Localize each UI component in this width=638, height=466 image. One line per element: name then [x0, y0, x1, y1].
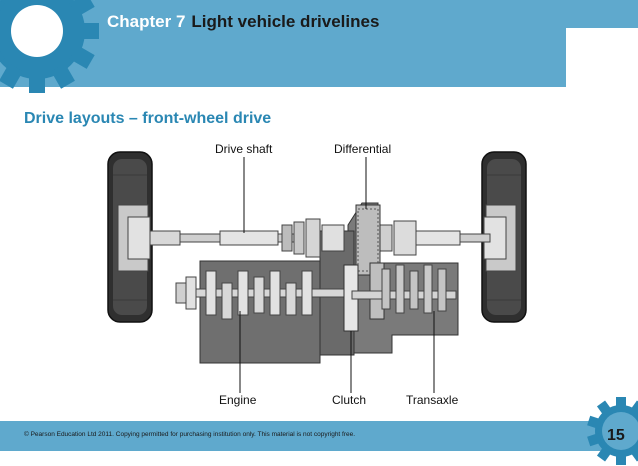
page-number: 15: [607, 427, 625, 444]
header-corner: [566, 28, 638, 87]
left-wheel: [107, 151, 153, 323]
label-differential: Differential: [334, 142, 392, 156]
transaxle-gears: [351, 264, 457, 314]
chapter-label: Chapter 7: [107, 12, 186, 31]
chapter-title: Light vehicle drivelines: [191, 12, 380, 31]
slide-title: Drive layouts – front-wheel drive: [24, 110, 272, 127]
chapter-heading: Chapter 7 Light vehicle drivelines: [107, 12, 379, 32]
right-wheel: [481, 151, 527, 323]
footer-band: [0, 421, 638, 451]
crankshaft: [175, 270, 353, 320]
gear-icon: [0, 0, 99, 93]
header-band: [0, 0, 638, 87]
copyright-notice: © Pearson Education Ltd 2011. Copying pe…: [24, 431, 356, 438]
callout-lines: [239, 157, 435, 393]
label-engine: Engine: [219, 393, 257, 407]
drive-shaft-right: [379, 220, 491, 256]
fwd-driveline-diagram: [107, 151, 527, 393]
label-drive-shaft: Drive shaft: [215, 142, 273, 156]
drive-shaft-left: [149, 218, 345, 258]
label-clutch: Clutch: [332, 393, 367, 407]
differential-gear: [355, 204, 385, 320]
label-transaxle: Transaxle: [406, 393, 459, 407]
